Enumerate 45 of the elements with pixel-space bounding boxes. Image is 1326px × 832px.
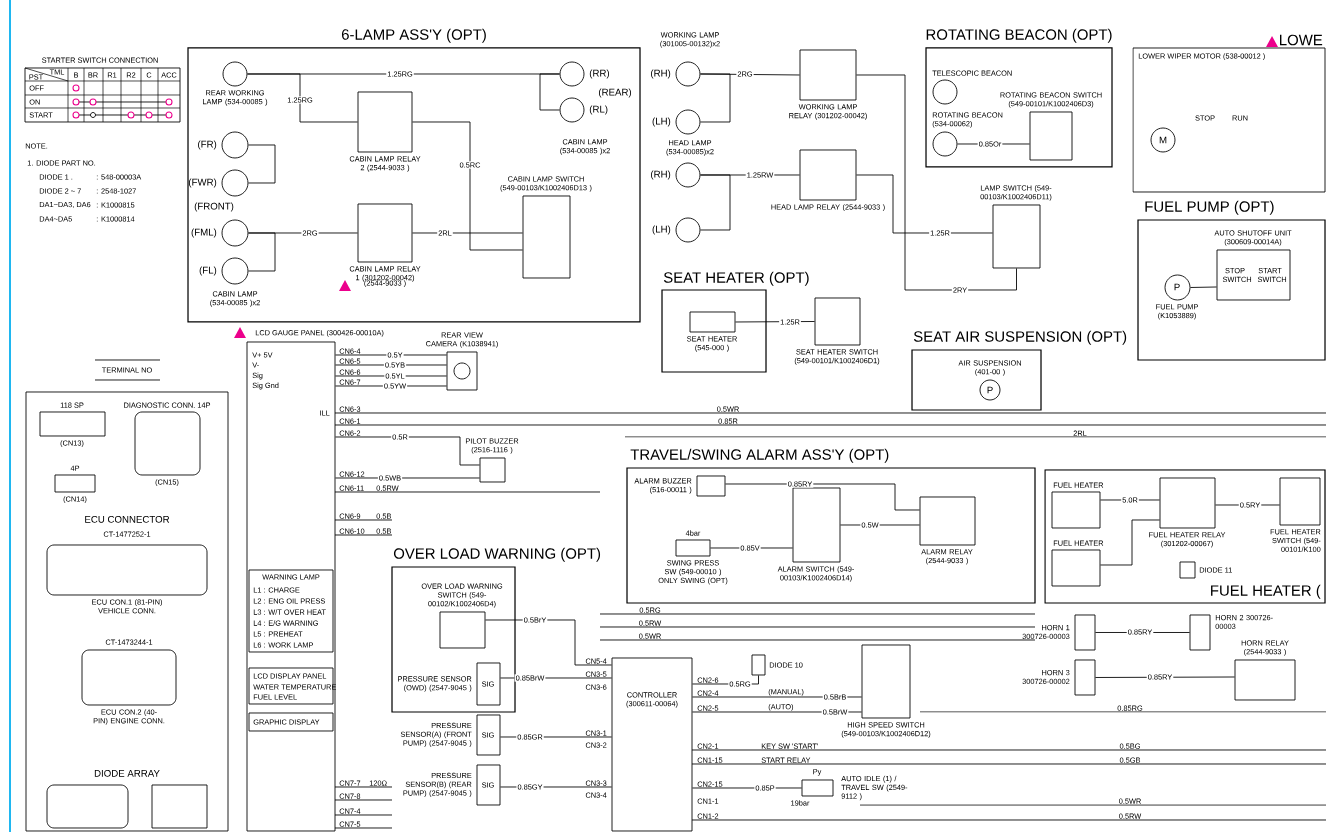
- wire: [840, 524, 920, 526]
- wire: [700, 73, 731, 123]
- wire: [710, 547, 793, 549]
- wire: [500, 736, 612, 738]
- wire: [725, 483, 920, 511]
- position-label: (REAR): [598, 88, 632, 98]
- connector-drawing: [151, 784, 208, 829]
- wire: [412, 232, 523, 234]
- connector-drawing: DIODE ARRAY: [46, 769, 160, 829]
- wire: [335, 477, 480, 479]
- position-label: (FRONT): [194, 202, 234, 212]
- wire: [412, 121, 523, 251]
- wire: [1190, 286, 1217, 288]
- wire: [335, 385, 447, 387]
- wire: [335, 375, 447, 377]
- motor-label: M: [1159, 136, 1167, 144]
- wire: [692, 787, 802, 789]
- pump-label: P: [1174, 283, 1180, 291]
- wire: [248, 144, 276, 184]
- node-label: ROTATING BEACON (OPT): [926, 28, 1112, 43]
- wire: [248, 232, 276, 272]
- wire: [700, 174, 731, 231]
- wire: [735, 321, 815, 323]
- wire: [692, 711, 862, 713]
- wire: [500, 677, 612, 679]
- node-label: TRAVEL/SWING ALARM ASS'Y (OPT): [630, 448, 889, 463]
- wire: [335, 354, 447, 356]
- node-label: FUEL PUMP (OPT): [1145, 200, 1274, 215]
- node-label: 6-LAMP ASS'Y (OPT): [341, 28, 486, 43]
- wire: [1100, 519, 1160, 566]
- node-label: SEAT AIR SUSPENSION (OPT): [913, 330, 1127, 345]
- wire: [1215, 504, 1280, 506]
- wire: [335, 364, 447, 366]
- wire: [539, 73, 560, 111]
- pump-label: P: [987, 386, 993, 394]
- wire: [1100, 499, 1160, 501]
- node-label: ECU CONNECTOR: [85, 515, 170, 523]
- wire: [335, 436, 480, 466]
- wire: [692, 696, 862, 698]
- wire: [856, 74, 1017, 291]
- wire: [856, 174, 993, 234]
- wire: [247, 73, 358, 123]
- node-label: SEAT HEATER (OPT): [663, 271, 809, 286]
- node-label: DIODE ARRAY: [94, 769, 160, 777]
- node-label: OVER LOAD WARNING (OPT): [393, 547, 601, 562]
